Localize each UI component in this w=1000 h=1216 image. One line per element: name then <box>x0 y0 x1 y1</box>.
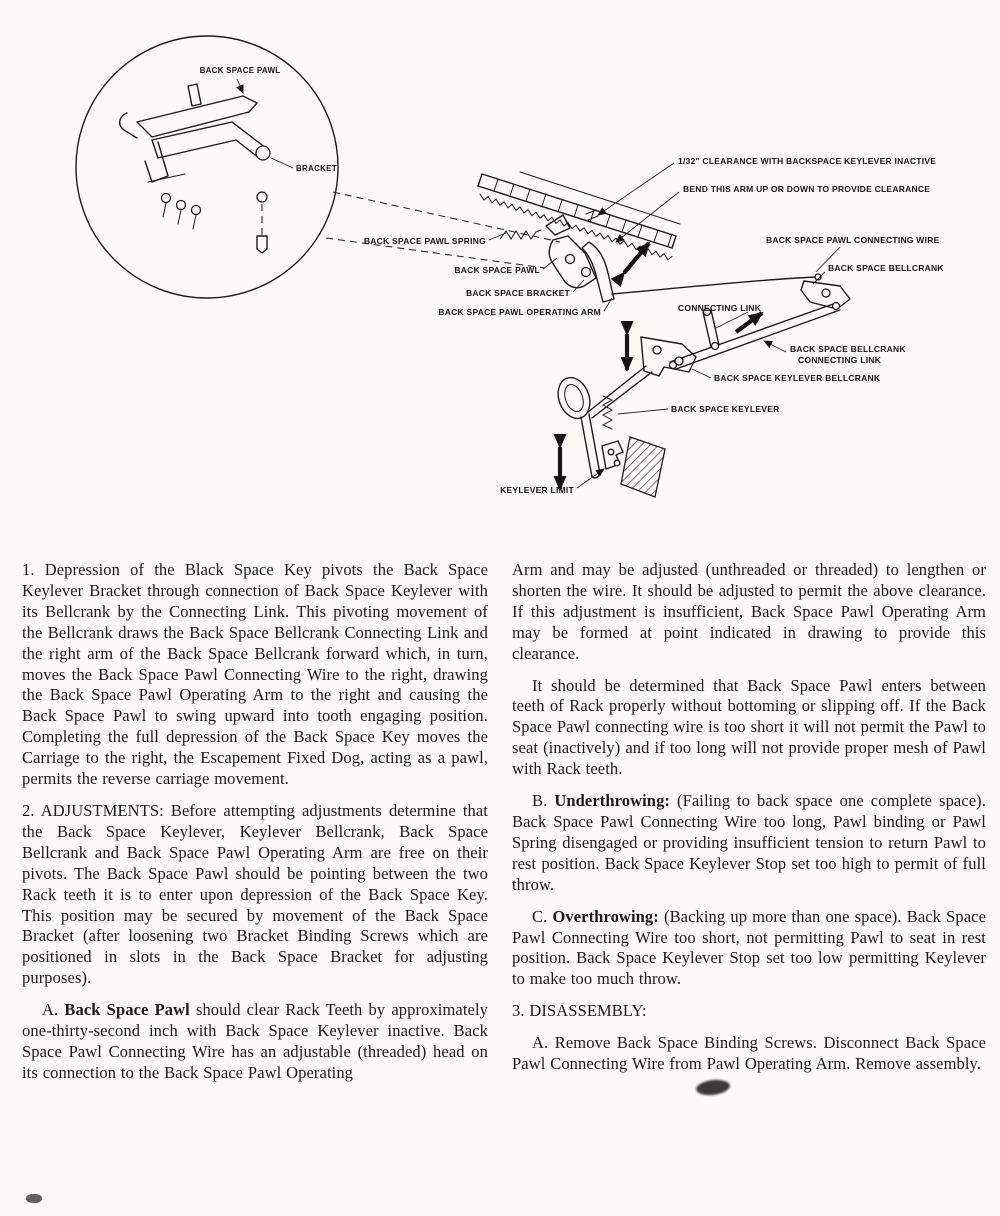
scan-corner-mark <box>26 1194 42 1203</box>
paragraph-adjustments: 2. ADJUSTMENTS: Before attempting adjust… <box>22 801 488 989</box>
paragraph-disassembly-a: A. Remove Back Space Binding Screws. Dis… <box>512 1033 986 1075</box>
pawl-spring <box>499 229 542 240</box>
motion-arrow-link <box>734 311 764 334</box>
detail-circle-outline <box>75 35 339 299</box>
item-number: 1. <box>22 560 35 579</box>
paragraph-overthrowing: C. Overthrowing: (Backing up more than o… <box>512 907 986 991</box>
item-term: Underthrowing: <box>554 791 671 811</box>
paragraph-adjustment-a: A. Back Space Pawl should clear Rack Tee… <box>22 1000 488 1084</box>
motion-arrow-pawl <box>610 241 651 288</box>
item-letter: B. <box>532 791 548 811</box>
keylever-bellcrank <box>640 336 697 377</box>
label-bracket: BACK SPACE BRACKET <box>466 288 571 298</box>
label-pawl-spring: BACK SPACE PAWL SPRING <box>364 236 486 246</box>
paragraph-adjustment-a-continued: Arm and may be adjusted (unthreaded or t… <box>512 560 986 665</box>
paragraph-text: Remove Back Space Binding Screws. Discon… <box>512 1033 987 1074</box>
callout-labels: 1/32" CLEARANCE WITH BACKSPACE KEYLEVER … <box>364 156 944 495</box>
projection-line-upper <box>332 191 561 243</box>
body-text: 1. Depression of the Black Space Key piv… <box>0 560 1000 1095</box>
paragraph-text: It should be determined that Back Space … <box>512 675 986 779</box>
keylever-limit-bracket <box>601 440 624 470</box>
connecting-link <box>702 307 720 351</box>
label-bellcrank-connecting-link-1: BACK SPACE BELLCRANK <box>790 344 906 354</box>
projection-line-lower <box>325 237 546 269</box>
paragraph-text: Arm and may be adjusted (unthreaded or t… <box>512 560 986 663</box>
paragraph-text: (Backing up more than one space). Back S… <box>512 906 987 989</box>
item-term: Back Space Pawl <box>64 1000 190 1020</box>
item-letter: C. <box>532 906 548 926</box>
right-column: Arm and may be adjusted (unthreaded or t… <box>512 560 986 1095</box>
label-clearance-note: 1/32" CLEARANCE WITH BACKSPACE KEYLEVER … <box>678 156 936 166</box>
detail-view: BACK SPACE PAWL BRACKET <box>75 35 339 299</box>
paragraph-operation: 1. Depression of the Black Space Key piv… <box>22 560 488 790</box>
label-pawl-operating-arm: BACK SPACE PAWL OPERATING ARM <box>438 307 601 317</box>
label-keylever: BACK SPACE KEYLEVER <box>671 404 780 414</box>
detail-pawl-label: BACK SPACE PAWL <box>200 66 281 75</box>
paragraph-text: ADJUSTMENTS: Before attempting adjustmen… <box>22 800 488 988</box>
paragraph-pawl-mesh: It should be determined that Back Space … <box>512 676 986 781</box>
paragraph-text: Depression of the Black Space Key pivots… <box>22 560 488 789</box>
item-term: Overthrowing: <box>552 906 659 926</box>
heading-disassembly: 3. DISASSEMBLY: <box>512 1001 986 1022</box>
main-assembly <box>477 171 851 498</box>
item-letter: A. <box>532 1033 549 1053</box>
keylever-spring <box>601 395 614 430</box>
label-bellcrank: BACK SPACE BELLCRANK <box>828 263 944 273</box>
paragraph-text: should clear Rack Teeth by approximately… <box>22 1000 488 1082</box>
left-column: 1. Depression of the Black Space Key piv… <box>22 560 488 1095</box>
pawl-connecting-wire <box>611 276 817 295</box>
figure-backspace-mechanism: BACK SPACE PAWL BRACKET <box>0 0 1000 552</box>
paragraph-underthrowing: B. Underthrowing: (Failing to back space… <box>512 791 986 896</box>
label-bend-note: BEND THIS ARM UP OR DOWN TO PROVIDE CLEA… <box>683 184 930 194</box>
item-letter: A. <box>42 1000 59 1020</box>
label-pawl-connecting-wire: BACK SPACE PAWL CONNECTING WIRE <box>766 235 940 245</box>
label-connecting-link: CONNECTING LINK <box>678 303 762 313</box>
detail-bracket-label: BRACKET <box>296 164 337 173</box>
rack <box>477 171 681 261</box>
back-space-bracket <box>548 235 597 289</box>
label-bellcrank-connecting-link-2: CONNECTING LINK <box>798 355 882 365</box>
back-space-pawl <box>545 214 571 236</box>
label-keylever-limit: KEYLEVER LIMIT <box>500 485 574 495</box>
heading-text: DISASSEMBLY: <box>529 1001 647 1021</box>
label-pawl: BACK SPACE PAWL <box>454 265 540 275</box>
paragraph-text: (Failing to back space one complete spac… <box>512 791 987 894</box>
item-number: 3. <box>512 1001 525 1021</box>
item-number: 2. <box>22 800 35 820</box>
pawl-operating-arm <box>581 241 615 303</box>
label-keylever-bellcrank: BACK SPACE KEYLEVER BELLCRANK <box>714 373 881 383</box>
frame-plate <box>620 436 666 498</box>
